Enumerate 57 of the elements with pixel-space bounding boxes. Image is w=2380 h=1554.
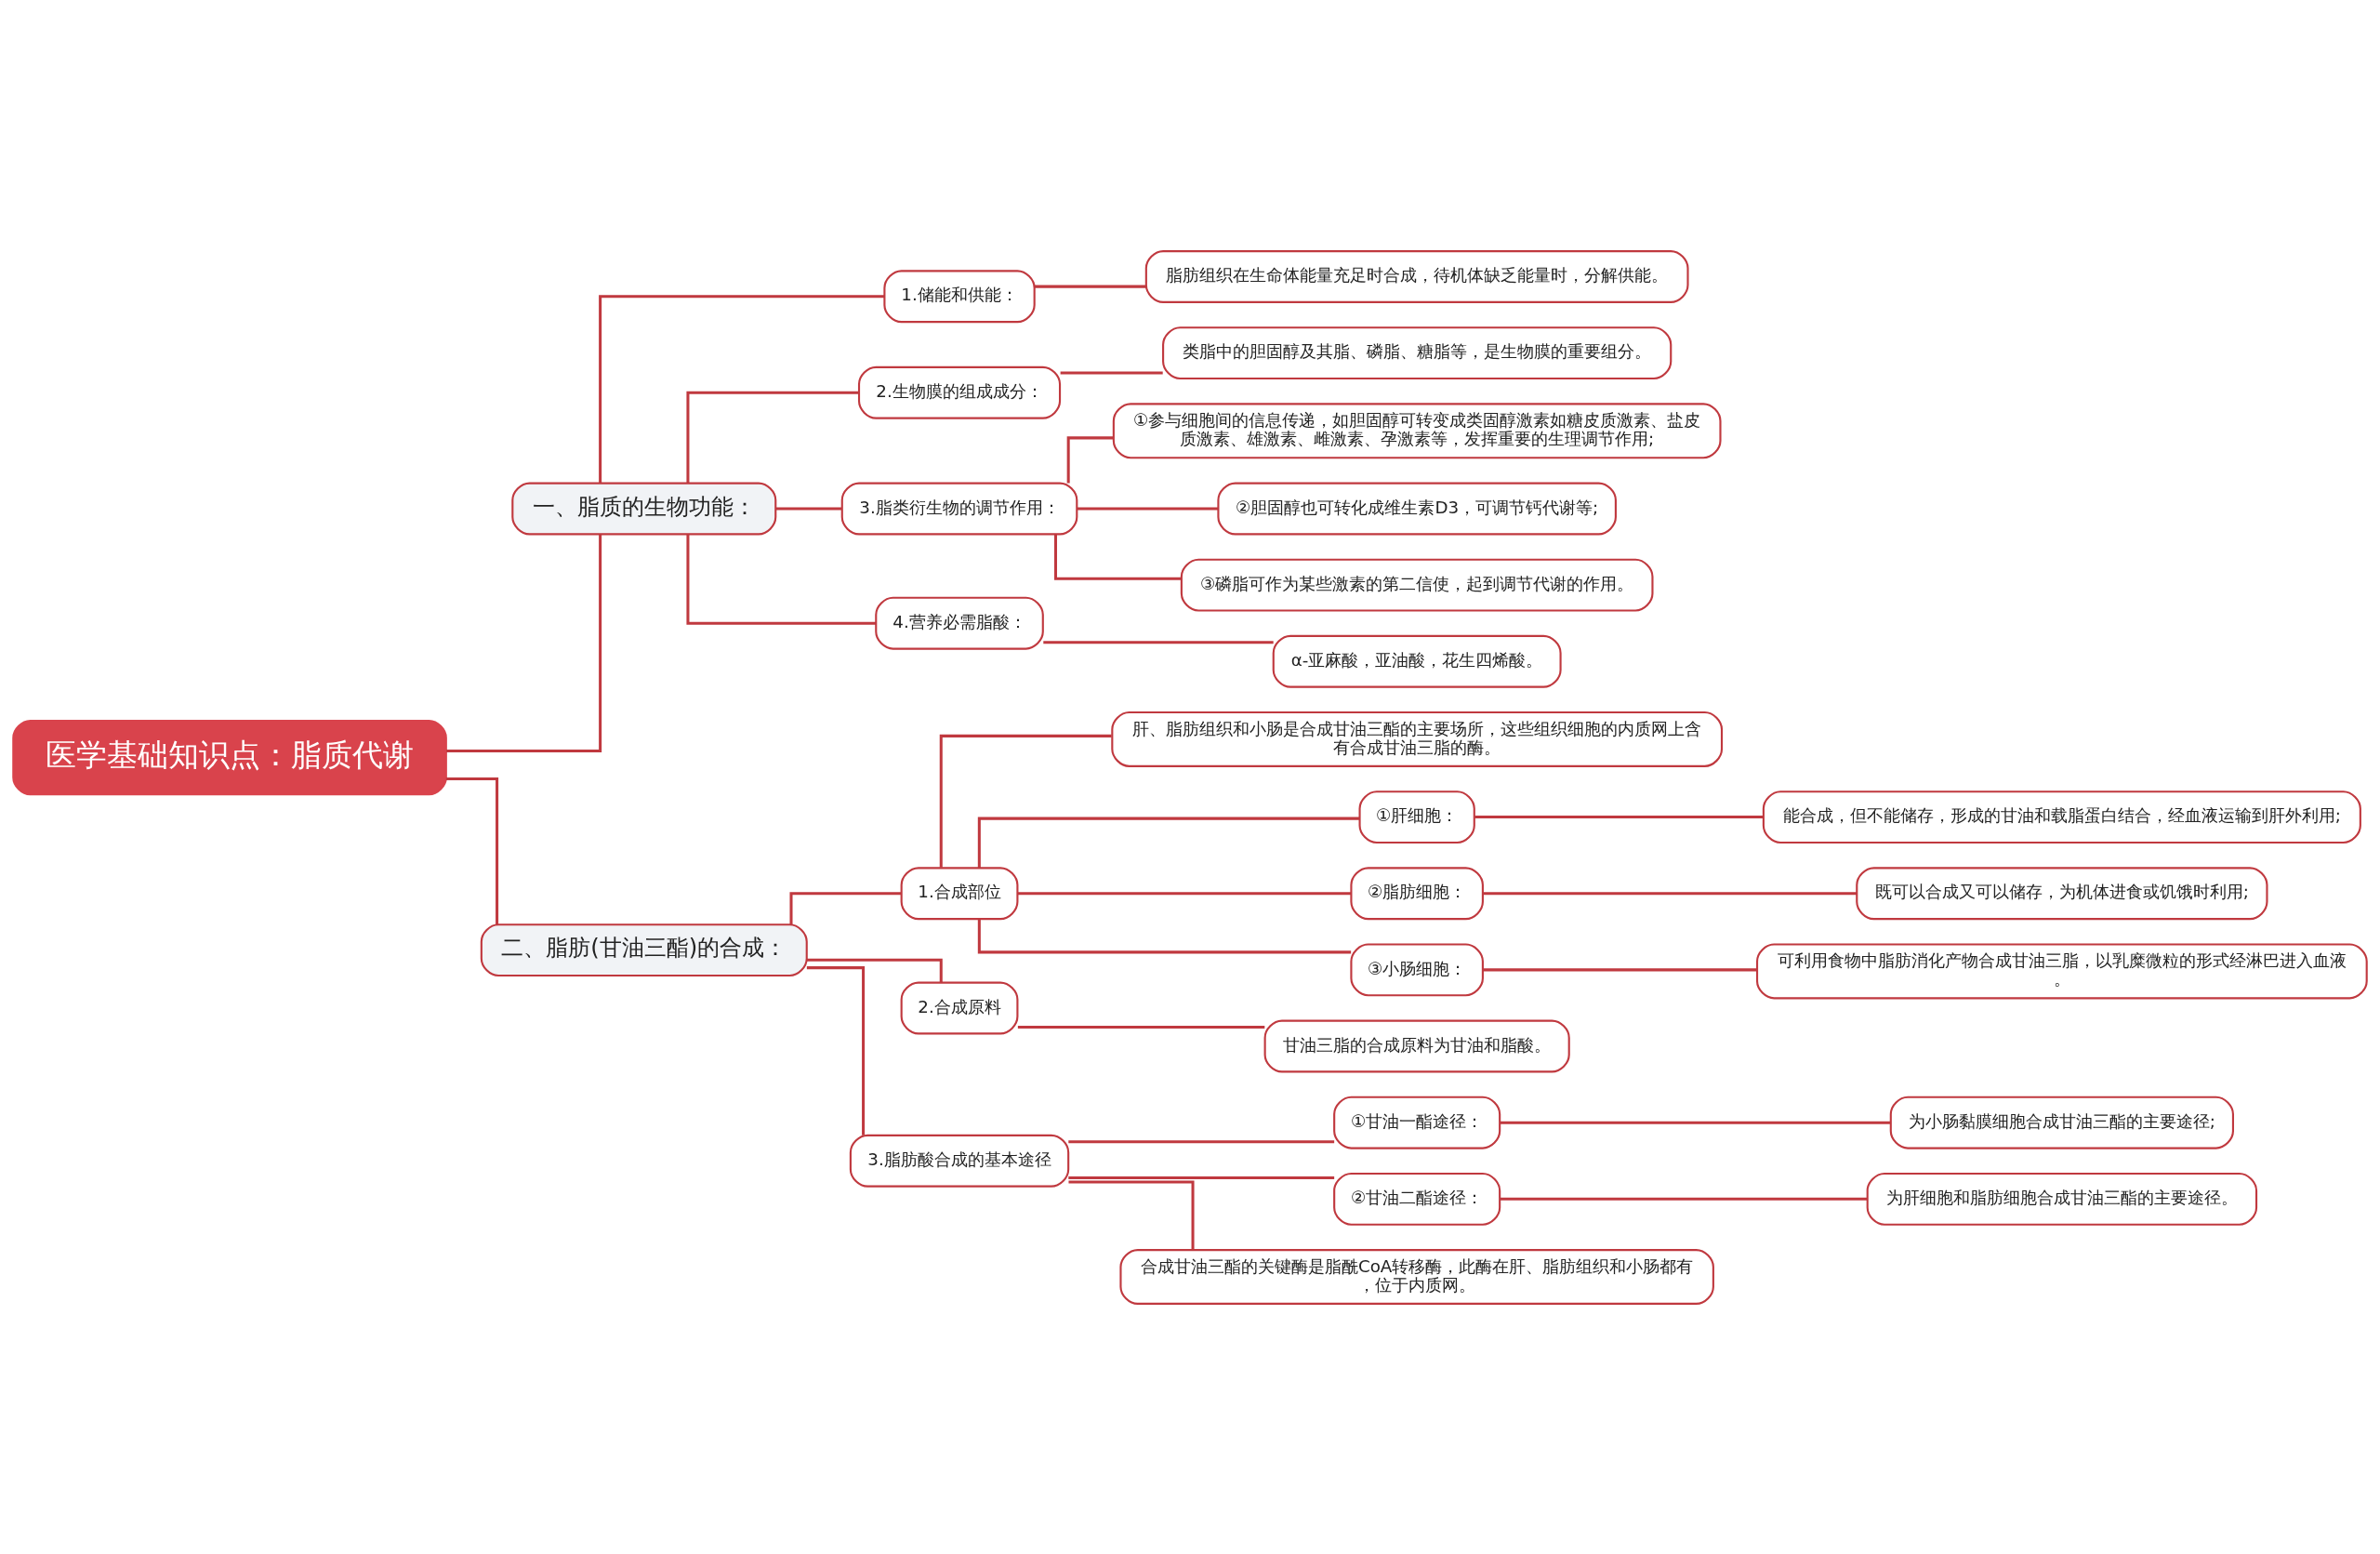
node-box: 既可以合成又可以储存，为机体进食或饥饿时利用;	[1856, 866, 2268, 920]
node-box: 甘油三脂的合成原料为甘油和脂酸。	[1263, 1019, 1570, 1072]
connector	[686, 391, 859, 483]
node-box: 医学基础知识点：脂质代谢	[12, 719, 447, 795]
node-box: 3.脂类衍生物的调节作用：	[840, 482, 1078, 535]
connector	[599, 294, 884, 483]
connector	[775, 506, 842, 510]
connector	[1053, 534, 1182, 580]
node-box: 肝、脂肪组织和小肠是合成甘油三酯的主要场所，这些组织细胞的内质网上含有合成甘油三脂的酶。	[1111, 711, 1724, 767]
connector	[1066, 435, 1114, 483]
connector	[1043, 640, 1274, 644]
connector	[977, 817, 1360, 868]
node-box: ③磷脂可作为某些激素的第二信使，起到调节代谢的作用。	[1180, 558, 1654, 612]
node-box: ③小肠细胞：	[1350, 942, 1484, 996]
connector	[1500, 1121, 1891, 1124]
connector	[1060, 370, 1163, 374]
node-box: 能合成，但不能储存，形成的甘油和载脂蛋白结合，经血液运输到肝外利用;	[1762, 790, 2361, 843]
node-box: 4.营养必需脂酸：	[875, 596, 1044, 650]
node-box: 可利用食物中脂肪消化产物合成甘油三脂，以乳糜微粒的形式经淋巴进入血液。	[1755, 942, 2368, 999]
connector	[1077, 506, 1219, 510]
node-box: 二、脂肪(甘油三酯)的合成：	[480, 923, 808, 976]
node-box: 1.合成部位	[900, 866, 1019, 920]
connector	[1068, 1175, 1335, 1179]
connector	[446, 533, 602, 752]
node-box: 为小肠黏膜细胞合成甘油三酯的主要途径;	[1889, 1096, 2234, 1149]
connector	[939, 734, 1112, 868]
connector	[1068, 1139, 1335, 1143]
connector	[1483, 891, 1858, 895]
connector	[1017, 1025, 1265, 1029]
connector	[806, 965, 866, 1136]
connector	[806, 958, 943, 982]
node-box: 脂肪组织在生命体能量充足时合成，待机体缺乏能量时，分解供能。	[1144, 249, 1689, 303]
node-box: 类脂中的胆固醇及其脂、磷脂、糖脂等，是生物膜的重要组分。	[1162, 325, 1673, 379]
connector	[1474, 815, 1764, 818]
connector	[1068, 1180, 1195, 1250]
connector	[686, 534, 876, 625]
node-box: ①肝细胞：	[1358, 790, 1475, 843]
node-box: 1.储能和供能：	[883, 269, 1036, 323]
connector	[789, 891, 902, 924]
connector	[1017, 891, 1352, 895]
node-box: 为肝细胞和脂肪细胞合成甘油三酯的主要途径。	[1866, 1172, 2258, 1226]
node-box: ②甘油二酯途径：	[1333, 1172, 1501, 1226]
connector	[1500, 1197, 1868, 1201]
node-box: 2.合成原料	[900, 981, 1019, 1034]
connector	[1483, 967, 1757, 971]
node-box: 合成甘油三酯的关键酶是脂酰CoA转移酶，此酶在肝、脂肪组织和小肠都有，位于内质网。	[1119, 1248, 1714, 1305]
connector	[977, 919, 1352, 953]
connector	[1034, 285, 1146, 288]
connector	[445, 777, 499, 924]
node-box: ①甘油一酯途径：	[1333, 1096, 1501, 1149]
node-box: 2.生物膜的组成成分：	[857, 365, 1062, 419]
node-box: 3.脂肪酸合成的基本途径	[849, 1134, 1070, 1188]
node-box: ②脂肪细胞：	[1350, 866, 1484, 920]
node-box: α-亚麻酸，亚油酸，花生四烯酸。	[1272, 634, 1562, 688]
node-box: 一、脂质的生物功能：	[511, 482, 777, 535]
node-box: ①参与细胞间的信息传递，如胆固醇可转变成类固醇激素如糖皮质激素、盐皮质激素、雄激素、雌激素、孕激素等，发挥重要的生理调节作用;	[1112, 402, 1722, 458]
node-box: ②胆固醇也可转化成维生素D3，可调节钙代谢等;	[1217, 482, 1617, 535]
